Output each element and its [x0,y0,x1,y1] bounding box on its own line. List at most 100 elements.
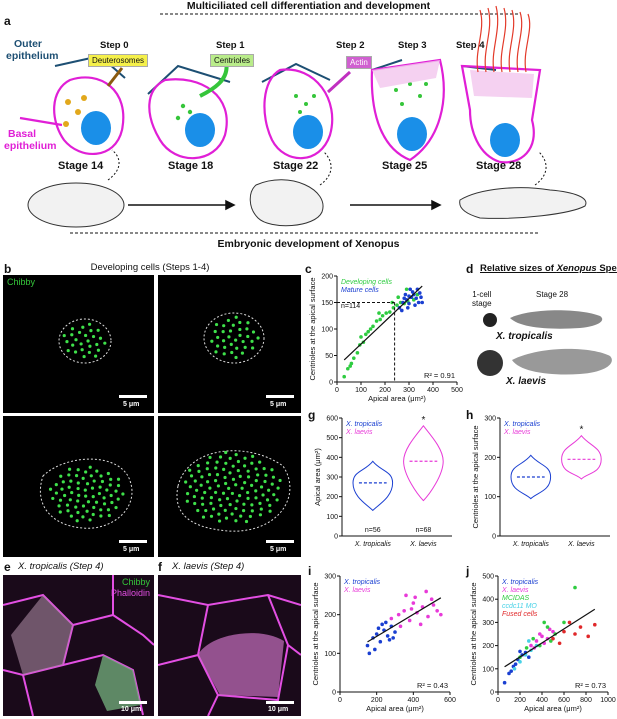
n-label: n=68 [416,527,432,534]
chibby-dot [77,493,81,497]
y-tick-label: 0 [332,690,336,697]
panel-label-h: h [466,408,474,422]
chibby-dot [205,467,209,471]
data-point [408,287,412,292]
data-point [420,300,424,305]
x-tick-label: 200 [379,387,391,394]
chibby-dot [241,339,245,344]
chibby-dot [87,322,92,326]
chibby-dot [63,493,67,498]
y-tick-label: 200 [321,274,333,281]
chibby-dot [246,490,250,495]
chibby-dot [86,339,90,343]
chibby-dot [223,508,227,512]
chibby-dot [197,469,201,473]
y-tick-label: 100 [482,666,494,673]
r-squared-label: R² = 0.91 [424,371,455,380]
chibby-dot [68,498,72,502]
chibby-dot [250,483,254,487]
y-tick-label: 200 [484,455,496,462]
chibby-dot [107,513,111,518]
panel-d-title-italic: Xenopus [556,263,597,274]
step-2-label: Step 2 [336,40,365,51]
legend-entry: X. tropicalis [501,579,539,586]
data-point [387,638,392,642]
chibby-dot [116,477,121,481]
chibby-dot [114,489,118,493]
chibby-dot [76,481,80,485]
x-tick-label: 400 [536,697,548,704]
chibby-dot [67,473,71,477]
chibby-dot [60,487,64,491]
chibby-dot [234,315,238,319]
fit-line [504,608,596,668]
chibby-dot [218,498,222,502]
data-point [398,624,403,629]
micrograph-b3: 5 μm [3,416,154,557]
chibby-dot [57,504,61,508]
chibby-dot [193,501,197,506]
data-point [371,324,375,329]
chibby-dot [106,508,111,512]
chibby-dot [89,329,93,333]
legend-entry: X. laevis [501,587,529,594]
data-point [416,300,421,305]
data-point [388,310,392,314]
chibby-dot [236,468,240,473]
embryo-stage14 [27,182,125,228]
deuterosomes-tag: Deuterosomes [88,54,149,67]
chibby-dot [87,350,91,355]
chibby-dot [116,483,121,488]
cilia [476,5,531,73]
chibby-dot [271,475,276,479]
chibby-dot [214,350,218,354]
chibby-dot [99,508,103,512]
chibby-dot [88,344,92,348]
data-point [352,356,356,360]
panel-label-a: a [4,14,11,28]
chibby-dot [184,480,188,484]
chibby-dot [228,502,232,507]
chibby-dot [256,336,260,340]
panel-d-title-prefix: Relative sizes of [480,263,557,274]
data-point [413,595,417,600]
data-point [395,303,399,307]
y-tick-label: 300 [484,416,496,423]
d-col1-label-1: 1-cell [472,290,492,299]
deuterosome-arrow [106,67,124,87]
data-point [404,287,409,292]
cell-step2 [263,68,334,160]
chibby-dot [201,502,205,506]
scale-text-f: 10 μm [268,706,289,713]
chibby-dot [216,344,220,348]
chibby-dot [75,519,79,523]
data-point [551,629,555,634]
category-label: X. tropicalis [354,541,392,548]
chibby-dot [92,505,96,510]
chibby-dot [195,488,199,492]
y-tick-label: 0 [490,690,494,697]
data-point [545,625,550,629]
data-point [426,614,430,619]
chibby-dot [250,503,254,507]
chibby-dot [54,491,58,495]
data-point [380,313,385,318]
chibby-dot [100,479,105,484]
y-tick-label: 400 [326,455,338,462]
panel-b-title: Developing cells (Steps 1-4) [90,262,210,273]
chibby-dot [213,479,218,483]
chibby-dot [61,480,65,484]
data-point [377,311,381,315]
data-point [355,351,360,355]
chibby-dot [207,472,212,477]
data-point [524,646,529,650]
chibby-dot [188,468,192,472]
legend-entry: X. laevis [345,429,373,436]
chibby-dot [246,496,250,501]
chibby-dot [70,327,75,331]
x-tick-label: 100 [355,387,367,394]
chibby-dot [238,474,242,478]
chibby-dot [225,497,230,501]
n-label: n=114 [341,303,360,310]
